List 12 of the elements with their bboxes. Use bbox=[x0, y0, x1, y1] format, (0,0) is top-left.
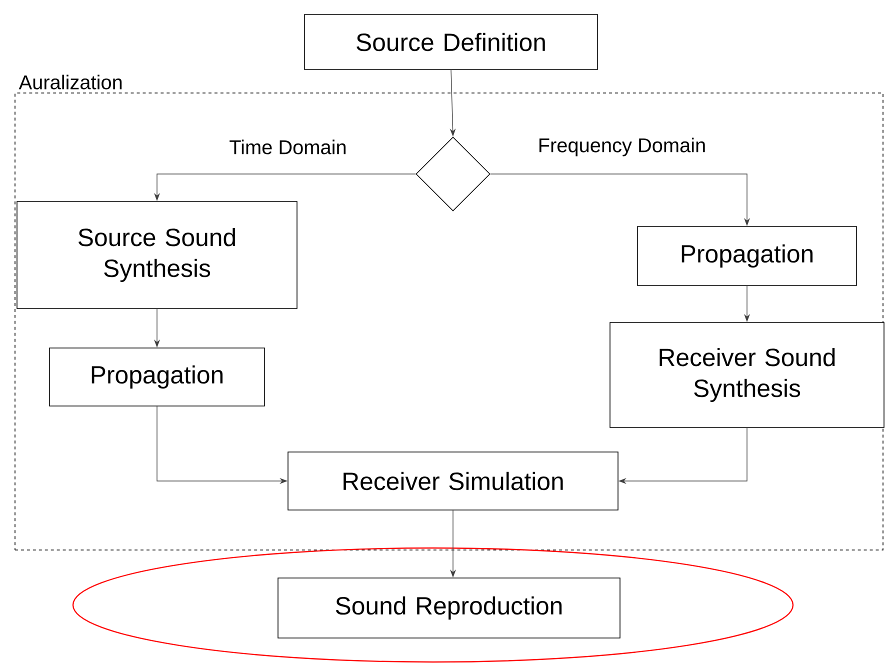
process-box: Source Sound Synthesis bbox=[16, 201, 298, 309]
edge-label: Frequency Domain bbox=[536, 136, 708, 158]
process-box: Propagation bbox=[49, 348, 265, 406]
highlight-ellipse bbox=[72, 547, 794, 663]
edge-label: Time Domain bbox=[228, 138, 348, 156]
process-box: Receiver Sound Synthesis bbox=[610, 322, 884, 428]
node-label: Auralization bbox=[18, 74, 122, 90]
process-box: Sound Reproduction bbox=[278, 578, 620, 638]
process-box: Receiver Simulation bbox=[288, 452, 618, 510]
process-box: Source Definition bbox=[304, 14, 598, 70]
decision-diamond bbox=[416, 136, 490, 212]
process-box: Propagation bbox=[637, 226, 857, 286]
